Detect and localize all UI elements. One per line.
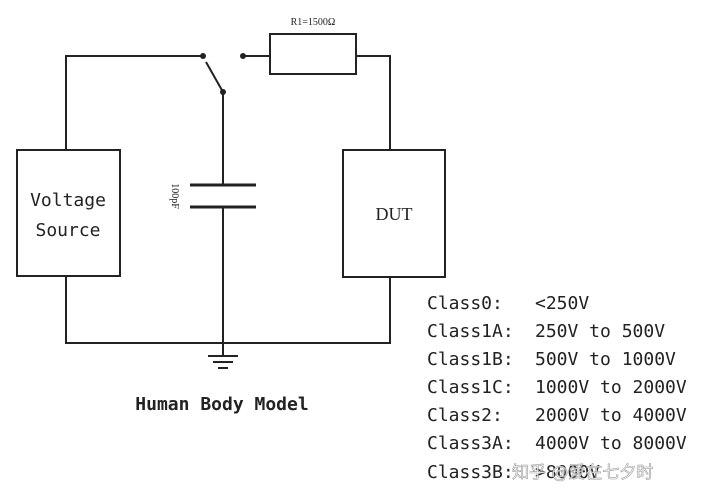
- resistor: [269, 33, 357, 75]
- class-name-1: Class1A:: [427, 321, 514, 342]
- class-name-0: Class0:: [427, 293, 503, 314]
- voltage-source-label-line1: Voltage: [30, 190, 106, 211]
- dut-box: [342, 149, 446, 278]
- dut-label: DUT: [376, 204, 413, 224]
- class-range-3: 1000V to 2000V: [535, 377, 687, 398]
- switch: [200, 53, 246, 95]
- wire-bottom: [65, 276, 391, 344]
- class-range-2: 500V to 1000V: [535, 349, 676, 370]
- class-name-5: Class3A:: [427, 433, 514, 454]
- class-range-6: >8000V: [535, 462, 600, 483]
- class-range-4: 2000V to 4000V: [535, 405, 687, 426]
- class-range-5: 4000V to 8000V: [535, 433, 687, 454]
- voltage-source-box: [16, 149, 121, 277]
- wire-resistor-to-dut: [356, 55, 391, 150]
- switch-contact-left: [200, 53, 206, 59]
- ground-symbol: [208, 355, 238, 369]
- voltage-source-label-line2: Source: [35, 220, 100, 241]
- watermark: 知乎 @爱在七夕时: [512, 463, 653, 483]
- class-range-1: 250V to 500V: [535, 321, 665, 342]
- capacitor-label: 100pF: [169, 183, 180, 209]
- class-range-0: <250V: [535, 293, 589, 314]
- class-name-4: Class2:: [427, 405, 503, 426]
- wire-top-left: [65, 55, 203, 150]
- switch-contact-right: [240, 53, 246, 59]
- capacitor: [190, 183, 256, 209]
- class-name-6: Class3B:: [427, 462, 514, 483]
- class-name-2: Class1B:: [427, 349, 514, 370]
- diagram-caption: Human Body Model: [135, 394, 308, 415]
- resistor-label: R1=1500Ω: [291, 17, 336, 28]
- class-list: Class0: <250V Class1A: 250V to 500V Clas…: [427, 293, 687, 483]
- circuit-wires: [65, 55, 391, 356]
- class-name-3: Class1C:: [427, 377, 514, 398]
- switch-arm: [205, 61, 224, 93]
